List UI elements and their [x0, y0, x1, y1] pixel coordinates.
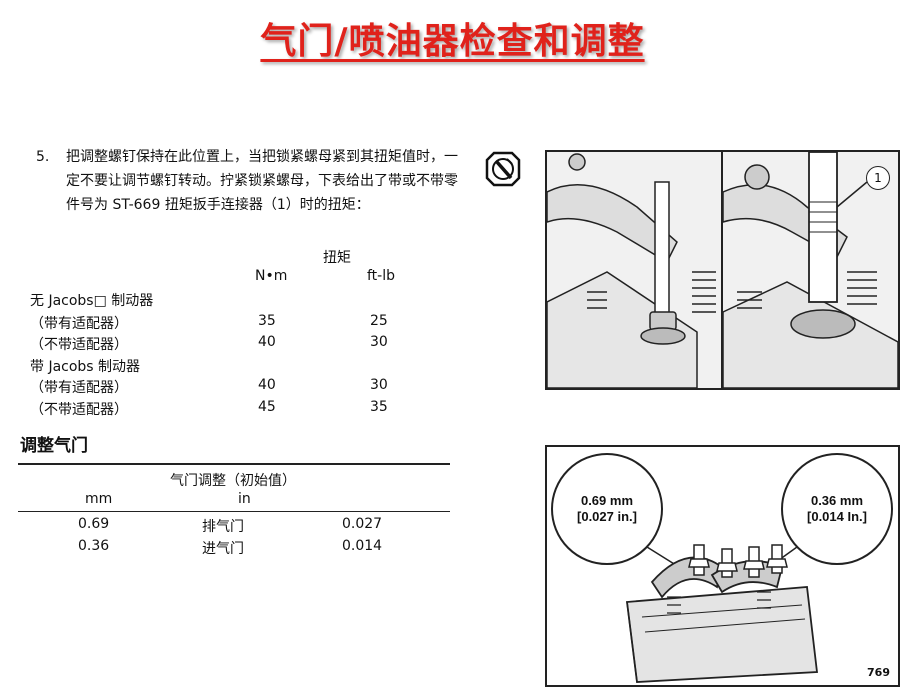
valve-row-in: 0.014: [342, 538, 383, 554]
table-top-rule: [18, 463, 450, 465]
torque-header: 扭矩: [323, 250, 351, 266]
torque-col-nm: N•m: [255, 268, 288, 284]
valve-clearance-figure: 0.69 mm [0.027 in.] 0.36 mm [0.014 In.] …: [545, 445, 900, 687]
callout-intake-mm: 0.36 mm: [810, 493, 864, 508]
torque-wrench-icon: [485, 151, 521, 187]
callout-exhaust: 0.69 mm [0.027 in.]: [567, 493, 647, 525]
valve-row-name: 排气门: [202, 519, 244, 535]
valve-row-in: 0.027: [342, 516, 383, 532]
section-heading: 调整气门: [20, 436, 88, 456]
page-title: 气门/喷油器检查和调整: [260, 21, 645, 62]
step-number: 5.: [36, 149, 50, 165]
torque-row-nm: 35: [258, 313, 276, 329]
callout-exhaust-in: [0.027 in.]: [577, 509, 637, 524]
torque-row-ftlb: 30: [370, 334, 388, 350]
torque-row-label: （不带适配器）: [30, 402, 128, 418]
step-text: 把调整螺钉保持在此位置上，当把锁紧螺母紧到其扭矩值时，一定不要让调节螺钉转动。拧…: [66, 149, 458, 213]
torque-row-ftlb: 35: [370, 399, 388, 415]
callout-exhaust-mm: 0.69 mm: [580, 493, 634, 508]
torque-row-nm: 40: [258, 334, 276, 350]
adjustment-figure: 1: [545, 150, 900, 390]
valve-row-mm: 0.69: [78, 516, 110, 532]
valve-table-title: 气门调整（初始值）: [170, 473, 296, 489]
torque-row-ftlb: 25: [370, 313, 388, 329]
torque-row-label: （带有适配器）: [30, 380, 128, 396]
callout-intake: 0.36 mm [0.014 In.]: [792, 493, 882, 525]
torque-row-nm: 45: [258, 399, 276, 415]
valve-row-mm: 0.36: [78, 538, 110, 554]
valve-adjust-illustration: [546, 151, 899, 389]
torque-col-ftlb: ft-lb: [367, 268, 395, 284]
figure-number: 769: [867, 666, 890, 679]
torque-row-nm: 40: [258, 377, 276, 393]
torque-row-ftlb: 30: [370, 377, 388, 393]
valve-row-name: 进气门: [202, 541, 244, 557]
torque-group-label: 带 Jacobs 制动器: [30, 359, 141, 375]
table-header-rule: [18, 511, 450, 512]
valve-clearance-illustration: [551, 453, 893, 683]
torque-row-label: （带有适配器）: [30, 316, 128, 332]
callout-1: 1: [866, 166, 890, 190]
valve-col-mm: mm: [85, 491, 113, 507]
torque-group-label: 无 Jacobs□ 制动器: [30, 293, 154, 309]
valve-col-in: in: [238, 491, 251, 507]
torque-row-label: （不带适配器）: [30, 337, 128, 353]
callout-intake-in: [0.014 In.]: [807, 509, 867, 524]
